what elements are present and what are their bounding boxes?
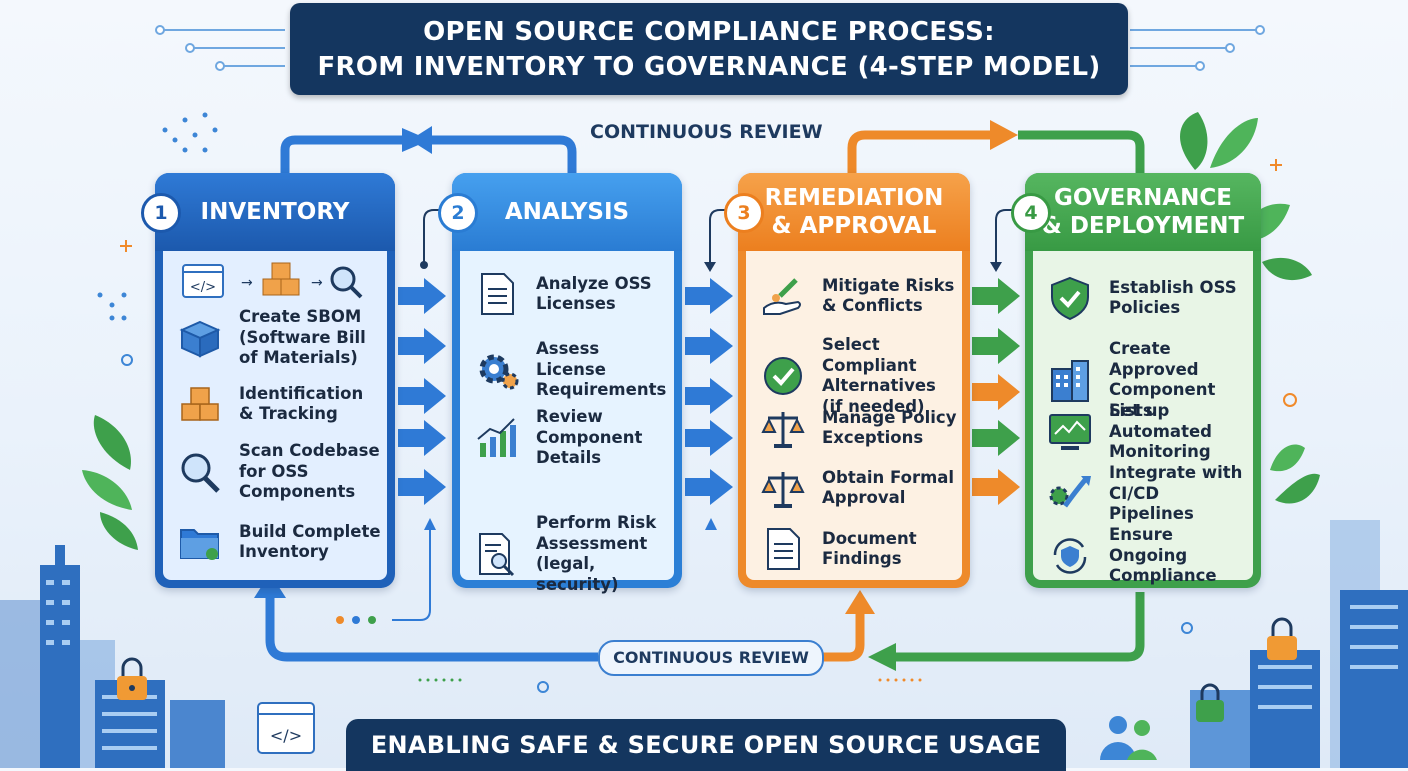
list-item: Identification & Tracking (175, 381, 383, 427)
list-item: Document Findings (758, 526, 958, 572)
item-text: Document Findings (822, 528, 917, 569)
box-icon (175, 315, 225, 361)
list-item: Create Approved Component Lists (1045, 339, 1249, 421)
list-item: Establish OSS Policies (1045, 275, 1249, 321)
list-item: Build Complete Inventory (175, 519, 383, 565)
item-text: Review Component Details (536, 407, 643, 467)
continuous-review-bottom-label: CONTINUOUS REVIEW (598, 640, 824, 676)
step-body: Establish OSS Policies Create Approved C… (1033, 251, 1253, 585)
document-icon (758, 526, 808, 572)
building-icon (1045, 357, 1095, 403)
item-text: Establish OSS Policies (1109, 277, 1237, 318)
title-banner: OPEN SOURCE COMPLIANCE PROCESS: FROM INV… (290, 3, 1128, 95)
title-line-2: FROM INVENTORY TO GOVERNANCE (4-STEP MOD… (317, 52, 1101, 82)
svg-text:→: → (241, 275, 253, 291)
step-analysis: 2 ANALYSIS Analyze OSS Licenses Assess L… (438, 173, 682, 594)
step-header: 2 ANALYSIS (438, 173, 682, 251)
document-icon (472, 271, 522, 317)
item-text: Identification & Tracking (239, 383, 364, 424)
step-number-badge: 2 (438, 193, 478, 233)
list-item: Ensure Ongoing Compliance (1045, 525, 1249, 587)
item-text: Mitigate Risks & Conflicts (822, 275, 955, 316)
item-text: Set up Automated Monitoring (1109, 401, 1212, 461)
list-item: Create SBOM (Software Bill of Materials) (175, 307, 383, 369)
item-text: Integrate with CI/CD Pipelines (1109, 463, 1243, 523)
step-header: 1 INVENTORY (141, 173, 395, 251)
magnifier-icon (175, 449, 225, 495)
list-item: Mitigate Risks & Conflicts (758, 273, 958, 319)
list-item: Select Compliant Alternatives (if needed… (758, 335, 958, 417)
check-circle-icon (758, 353, 808, 399)
item-text: Create SBOM (Software Bill of Materials) (239, 307, 366, 367)
item-text: Create Approved Component Lists (1109, 339, 1216, 420)
workflow-icons: </> → → (182, 262, 363, 299)
list-item: Assess License Requirements (472, 339, 670, 401)
svg-text:</>: </> (190, 280, 216, 295)
item-text: Build Complete Inventory (239, 521, 381, 562)
step-title: INVENTORY (200, 199, 350, 225)
step-title-line-2: & APPROVAL (771, 213, 937, 239)
bar-chart-icon (472, 415, 522, 461)
list-item: Set up Automated Monitoring (1045, 401, 1249, 463)
item-text: Scan Codebase for OSS Components (239, 441, 380, 501)
step-header: 3 REMEDIATION & APPROVAL (724, 173, 970, 251)
step-body: Mitigate Risks & Conflicts Select Compli… (746, 251, 962, 580)
footer-banner: ENABLING SAFE & SECURE OPEN SOURCE USAGE (346, 719, 1066, 771)
shield-check-icon (1045, 275, 1095, 321)
gear-icon (472, 347, 522, 393)
document-search-icon (472, 531, 522, 577)
item-text: Manage Policy Exceptions (822, 407, 957, 448)
step-number-badge: 4 (1011, 193, 1051, 233)
item-text: Ensure Ongoing Compliance (1109, 525, 1217, 585)
title-line-1: OPEN SOURCE COMPLIANCE PROCESS: (423, 17, 995, 47)
scales-icon (758, 405, 808, 451)
boxes-icon (175, 381, 225, 427)
svg-text:→: → (311, 275, 323, 291)
hand-tool-icon (758, 273, 808, 319)
continuous-review-top-label: CONTINUOUS REVIEW (590, 121, 823, 143)
step-title-line-2: & DEPLOYMENT (1041, 213, 1245, 239)
item-text: Select Compliant Alternatives (if needed… (822, 335, 936, 416)
folder-icon (175, 519, 225, 565)
step-inventory: 1 INVENTORY </> → → Create SBOM (Softwar… (141, 173, 395, 588)
item-text: Obtain Formal Approval (822, 467, 955, 508)
step-title: GOVERNANCE (1054, 185, 1232, 211)
list-item: Analyze OSS Licenses (472, 271, 670, 317)
scales-icon (758, 465, 808, 511)
list-item: Review Component Details (472, 407, 670, 469)
step-title: REMEDIATION (764, 185, 944, 211)
item-text: Perform Risk Assessment (legal, security… (536, 513, 657, 594)
step-body: Analyze OSS Licenses Assess License Requ… (460, 251, 674, 594)
pipeline-icon (1045, 471, 1095, 517)
list-item: Scan Codebase for OSS Components (175, 441, 383, 503)
step-governance-deployment: 4 GOVERNANCE & DEPLOYMENT Establish OSS … (1011, 173, 1261, 588)
monitor-icon (1045, 409, 1095, 455)
shield-cycle-icon (1045, 533, 1095, 579)
step-number-badge: 1 (141, 193, 181, 233)
step-remediation-approval: 3 REMEDIATION & APPROVAL Mitigate Risks … (724, 173, 970, 588)
list-item: Obtain Formal Approval (758, 465, 958, 511)
svg-text:</>: </> (270, 726, 302, 745)
step-body: </> → → Create SBOM (Software Bill of Ma… (163, 251, 387, 580)
step-number-badge: 3 (724, 193, 764, 233)
item-text: Analyze OSS Licenses (536, 273, 652, 314)
step-header: 4 GOVERNANCE & DEPLOYMENT (1011, 173, 1261, 251)
item-text: Assess License Requirements (536, 339, 667, 399)
step-title: ANALYSIS (504, 199, 630, 225)
list-item: Manage Policy Exceptions (758, 405, 958, 451)
list-item: Integrate with CI/CD Pipelines (1045, 463, 1249, 525)
list-item: Perform Risk Assessment (legal, security… (472, 513, 670, 595)
